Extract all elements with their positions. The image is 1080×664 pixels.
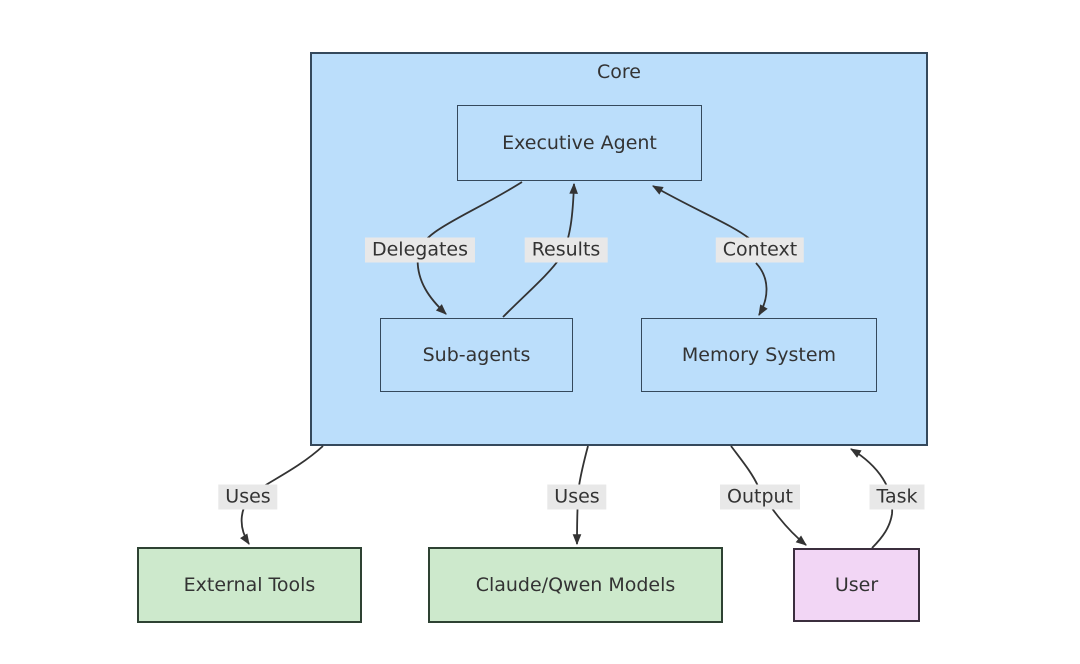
node-external-tools-label: External Tools bbox=[183, 574, 316, 596]
node-claude-qwen-models-label: Claude/Qwen Models bbox=[475, 574, 676, 596]
edge-label-uses-models: Uses bbox=[547, 484, 607, 510]
edge-label-delegates: Delegates bbox=[364, 237, 476, 263]
node-external-tools: External Tools bbox=[137, 547, 362, 623]
node-memory-system-label: Memory System bbox=[681, 344, 837, 366]
node-user-label: User bbox=[834, 574, 879, 596]
edge-label-results: Results bbox=[524, 237, 608, 263]
node-memory-system: Memory System bbox=[641, 318, 877, 392]
edge-context-lower bbox=[755, 262, 768, 316]
core-subgraph-title: Core bbox=[597, 61, 641, 83]
edge-label-uses-tools: Uses bbox=[218, 484, 278, 510]
node-executive-agent: Executive Agent bbox=[457, 105, 702, 181]
edge-task bbox=[850, 448, 893, 549]
node-sub-agents-label: Sub-agents bbox=[422, 344, 531, 366]
node-executive-agent-label: Executive Agent bbox=[502, 132, 657, 154]
edge-label-output: Output bbox=[720, 484, 800, 510]
node-claude-qwen-models: Claude/Qwen Models bbox=[428, 547, 723, 623]
edge-label-context: Context bbox=[715, 237, 805, 263]
node-user: User bbox=[793, 548, 920, 622]
node-sub-agents: Sub-agents bbox=[380, 318, 573, 392]
edge-context-upper bbox=[652, 185, 751, 240]
edge-label-task: Task bbox=[869, 484, 925, 510]
